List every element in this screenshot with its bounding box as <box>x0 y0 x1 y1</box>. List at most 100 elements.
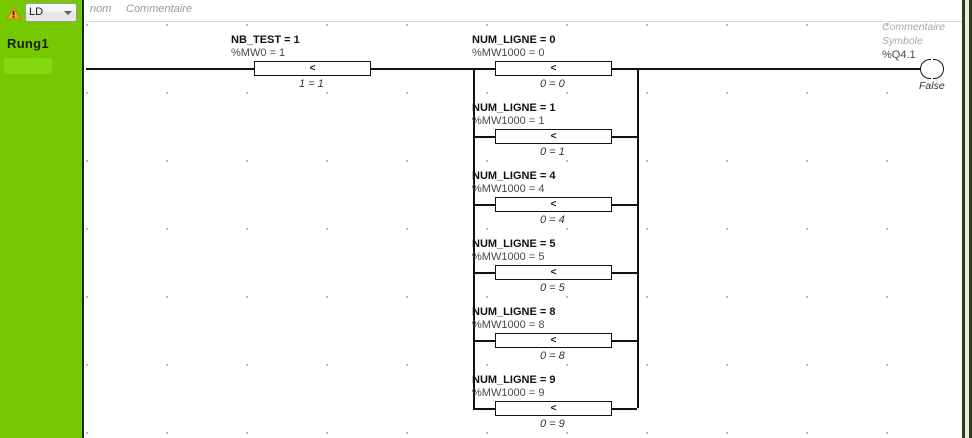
branch-wire-in <box>473 340 495 342</box>
grid-dot <box>806 160 808 162</box>
grid-dot <box>566 228 568 230</box>
grid-dot <box>886 228 888 230</box>
branch-wire-in <box>473 68 495 70</box>
grid-dot <box>86 296 88 298</box>
grid-dot <box>566 24 568 26</box>
grid-dot <box>166 296 168 298</box>
grid-dot <box>326 160 328 162</box>
ladder-canvas[interactable]: nom Commentaire NB_TEST = 1 %MW0 = 1 < 1… <box>86 0 962 438</box>
series-contact-evaluation: 1 = 1 <box>299 78 324 90</box>
output-coil-symbol: Symbole <box>882 35 923 47</box>
wire-series-to-branch <box>371 68 473 70</box>
grid-dot <box>886 296 888 298</box>
branch-contact-evaluation: 0 = 9 <box>540 418 565 430</box>
right-edge-strip <box>962 0 972 438</box>
grid-dot <box>806 24 808 26</box>
branch-compare-block[interactable]: < <box>495 129 612 144</box>
grid-dot <box>326 296 328 298</box>
grid-dot <box>86 92 88 94</box>
grid-dot <box>806 92 808 94</box>
grid-dot <box>726 24 728 26</box>
grid-dot <box>726 432 728 434</box>
branch-contact-symbol: NUM_LIGNE = 5 <box>472 238 556 250</box>
warning-triangle-icon <box>6 5 21 20</box>
branch-wire-in <box>473 204 495 206</box>
branch-contact-address: %MW1000 = 9 <box>472 387 545 399</box>
language-mode-value: LD <box>29 6 44 18</box>
grid-dot <box>886 432 888 434</box>
branch-contact-address: %MW1000 = 4 <box>472 183 545 195</box>
header-divider <box>86 21 962 22</box>
branch-contact-symbol: NUM_LIGNE = 0 <box>472 34 556 46</box>
grid-dot <box>406 432 408 434</box>
branch-contact-symbol: NUM_LIGNE = 4 <box>472 170 556 182</box>
grid-dot <box>646 228 648 230</box>
branch-wire-out <box>612 68 637 70</box>
column-header-comment: Commentaire <box>126 3 193 15</box>
grid-dot <box>406 160 408 162</box>
branch-compare-block[interactable]: < <box>495 333 612 348</box>
grid-dot <box>486 160 488 162</box>
rung-label: Rung1 <box>7 36 49 51</box>
branch-contact-address: %MW1000 = 0 <box>472 47 545 59</box>
grid-dot <box>566 364 568 366</box>
grid-dot <box>486 432 488 434</box>
grid-dot <box>726 296 728 298</box>
power-rail-left <box>86 68 254 70</box>
series-contact-address: %MW0 = 1 <box>231 47 286 59</box>
grid-dot <box>646 296 648 298</box>
grid-dot <box>406 364 408 366</box>
grid-dot <box>326 228 328 230</box>
language-mode-select[interactable]: LD <box>25 3 77 22</box>
grid-dot <box>566 92 568 94</box>
grid-dot <box>246 296 248 298</box>
grid-dot <box>406 92 408 94</box>
grid-dot <box>86 160 88 162</box>
wire-branch-to-coil <box>637 68 920 70</box>
grid-dot <box>246 160 248 162</box>
output-coil-state: False <box>919 80 945 92</box>
grid-dot <box>486 228 488 230</box>
grid-dot <box>486 364 488 366</box>
branch-contact-evaluation: 0 = 8 <box>540 350 565 362</box>
grid-dot <box>806 228 808 230</box>
grid-dot <box>246 432 248 434</box>
rung-header-panel: LD Rung1 <box>0 0 84 438</box>
branch-contact-address: %MW1000 = 8 <box>472 319 545 331</box>
grid-dot <box>566 432 568 434</box>
branch-wire-out <box>612 340 637 342</box>
branch-compare-block[interactable]: < <box>495 265 612 280</box>
wire-layer <box>86 0 962 438</box>
grid-dot <box>166 24 168 26</box>
branch-compare-block[interactable]: < <box>495 61 612 76</box>
grid-dot <box>166 432 168 434</box>
grid-dot <box>86 432 88 434</box>
branch-compare-block[interactable]: < <box>495 401 612 416</box>
series-contact-symbol: NB_TEST = 1 <box>231 34 300 46</box>
grid-dot <box>166 92 168 94</box>
branch-compare-operator: < <box>550 267 557 278</box>
mode-row: LD <box>6 3 77 22</box>
series-compare-block[interactable]: < <box>254 61 371 76</box>
rung-action-button[interactable] <box>4 58 52 74</box>
branch-contact-address: %MW1000 = 5 <box>472 251 545 263</box>
grid-dot <box>646 364 648 366</box>
branch-wire-in <box>473 136 495 138</box>
branch-compare-block[interactable]: < <box>495 197 612 212</box>
grid-dot <box>646 432 648 434</box>
grid-dot <box>726 228 728 230</box>
grid-dot <box>806 364 808 366</box>
grid-dot <box>166 364 168 366</box>
grid-dot <box>566 296 568 298</box>
grid-dot <box>726 364 728 366</box>
grid-dot <box>886 160 888 162</box>
grid-dot <box>886 24 888 26</box>
branch-compare-operator: < <box>550 131 557 142</box>
branch-wire-out <box>612 408 637 410</box>
grid-dot <box>326 432 328 434</box>
grid-dot <box>86 228 88 230</box>
grid-dot <box>566 160 568 162</box>
grid-dot <box>246 92 248 94</box>
grid-dot <box>326 364 328 366</box>
